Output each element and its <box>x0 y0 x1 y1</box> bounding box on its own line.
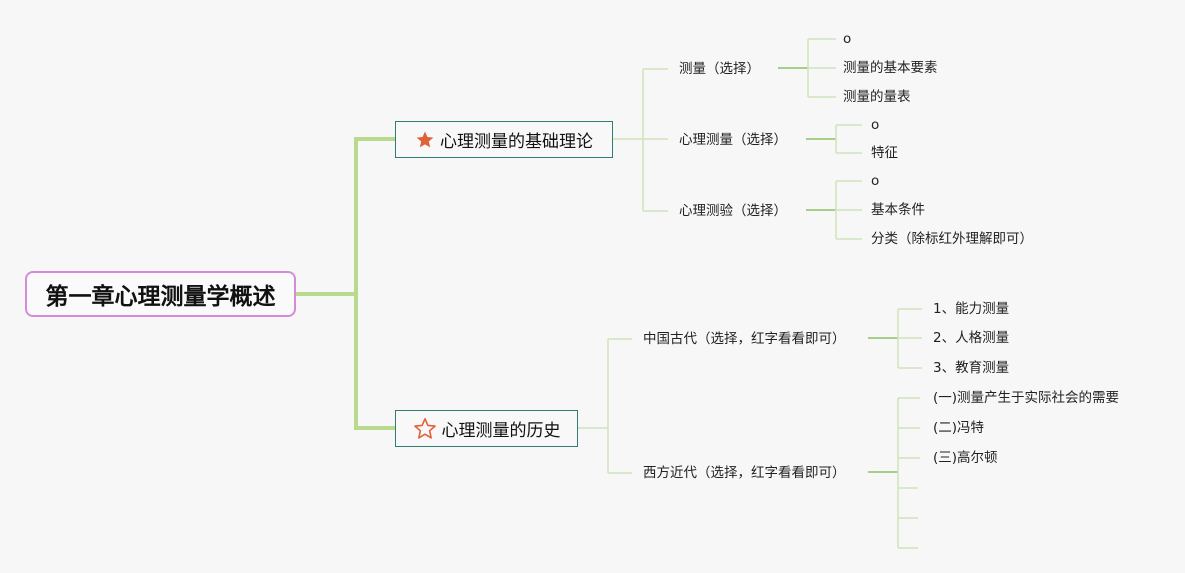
leaf-node[interactable]: 测量的基本要素 <box>843 60 938 76</box>
sub2-connectors <box>806 124 862 154</box>
root-connectors <box>296 137 395 430</box>
sub-node-ancient-china[interactable]: 中国古代（选择，红字看看即可） <box>643 331 846 347</box>
leaf-node[interactable]: 测量的量表 <box>843 89 911 105</box>
leaf-node[interactable]: 分类（除标红外理解即可） <box>871 231 1033 247</box>
sub-node-psych-test[interactable]: 心理测验（选择） <box>679 203 787 219</box>
sub-node-measurement[interactable]: 测量（选择） <box>679 61 760 77</box>
sub-node-modern-west[interactable]: 西方近代（选择，红字看看即可） <box>643 465 846 481</box>
branch-label-history: 心理测量的历史 <box>441 421 561 441</box>
star-outline-icon <box>413 417 437 441</box>
sub1-connectors <box>778 38 836 98</box>
sub-node-psych-measurement[interactable]: 心理测量（选择） <box>679 132 787 148</box>
leaf-node[interactable]: (二)冯特 <box>933 420 985 436</box>
leaf-node[interactable]: 特征 <box>871 145 898 161</box>
leaf-node[interactable]: 3、教育测量 <box>933 360 1010 376</box>
leaf-node[interactable]: (一)测量产生于实际社会的需要 <box>933 390 1120 406</box>
leaf-node[interactable]: 1、能力测量 <box>933 301 1010 317</box>
sub3-connectors <box>806 180 862 240</box>
branch-node-basic-theory[interactable]: 心理测量的基础理论 <box>395 121 613 158</box>
branch-label-basic-theory: 心理测量的基础理论 <box>440 132 593 152</box>
sub4-connectors <box>868 308 922 369</box>
star-filled-icon <box>415 130 435 150</box>
root-node[interactable]: 第一章心理测量学概述 <box>25 271 296 317</box>
leaf-node[interactable]: o <box>871 117 880 133</box>
branch1-connectors <box>613 68 668 212</box>
branch2-connectors <box>578 338 632 474</box>
leaf-node[interactable]: 基本条件 <box>871 202 925 218</box>
leaf-node[interactable]: 2、人格测量 <box>933 330 1010 346</box>
branch-node-history[interactable]: 心理测量的历史 <box>395 410 578 447</box>
sub5-connectors <box>868 397 920 549</box>
leaf-node[interactable]: o <box>871 173 880 189</box>
leaf-node[interactable]: o <box>843 31 852 47</box>
root-label: 第一章心理测量学概述 <box>45 284 276 310</box>
leaf-node[interactable]: (三)高尔顿 <box>933 450 998 466</box>
